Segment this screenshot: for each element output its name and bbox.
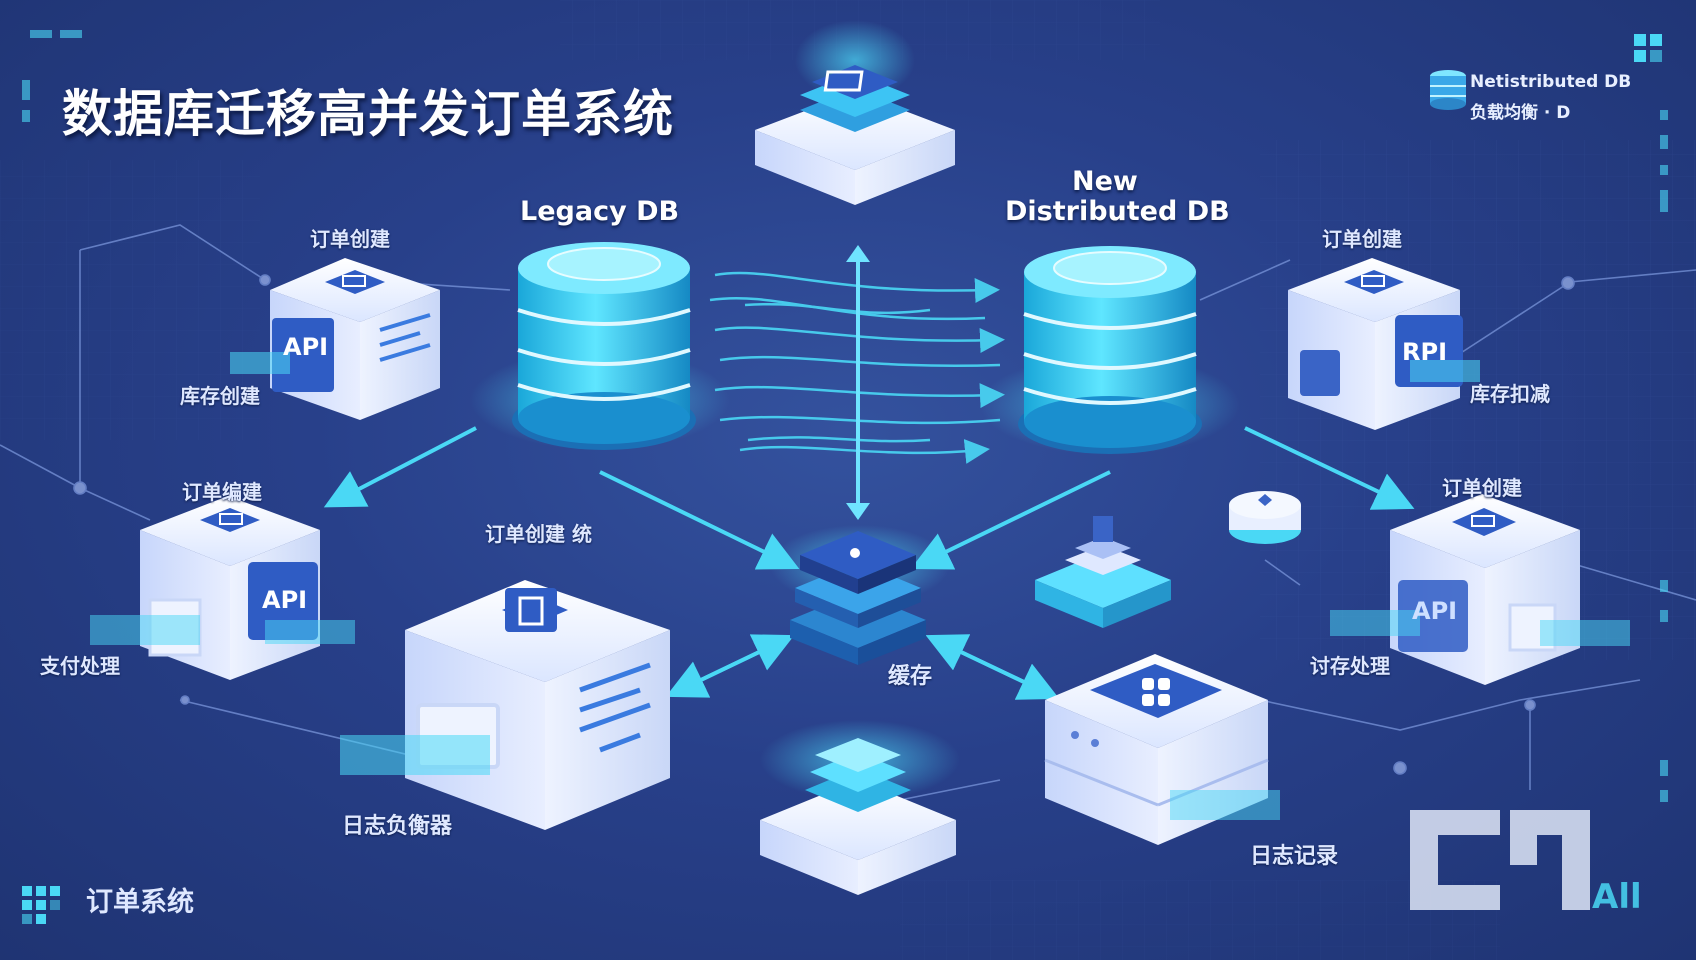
- footer-label: 订单系统: [86, 887, 194, 918]
- watermark-text: All: [1592, 877, 1642, 917]
- cache-label: 缓存: [888, 664, 933, 689]
- log-balancer-sublabel: 日志负衡器: [342, 814, 453, 839]
- grid-logo-icon: [1634, 34, 1662, 62]
- payment-badge: API: [262, 586, 308, 614]
- legacy-db-label: Legacy DB: [520, 196, 680, 227]
- order-create-left-label: 订单创建: [310, 227, 390, 251]
- order-create-right-sublabel: 库存扣减: [1470, 382, 1550, 406]
- bottom-storage-node[interactable]: [760, 738, 956, 895]
- legend-line-1: Netistributed DB: [1470, 72, 1632, 92]
- top-server-node[interactable]: [755, 20, 955, 205]
- decorative-bars: [22, 30, 1668, 802]
- service-cube-payment[interactable]: [90, 496, 355, 680]
- legend-database-icon: [1430, 70, 1466, 110]
- service-cube-inventory-right[interactable]: [1330, 494, 1630, 685]
- cube-glyphs: [219, 275, 1495, 706]
- service-cube-order-create-right[interactable]: [1288, 258, 1480, 430]
- new-db-cylinder[interactable]: [1018, 246, 1202, 454]
- small-cache-cylinder[interactable]: [1229, 491, 1301, 544]
- order-create-left-badge: API: [283, 333, 329, 361]
- page-title: 数据库迁移高并发订单系统: [62, 85, 674, 143]
- service-cube-order-create-left[interactable]: [230, 258, 440, 420]
- gateway-pedestal-node[interactable]: [1035, 516, 1171, 628]
- watermark-logo: All: [1410, 810, 1642, 917]
- order-create-right-label: 订单创建: [1322, 227, 1402, 251]
- payment-label: 订单编建: [182, 480, 262, 504]
- inventory-right-sublabel: 讨存处理: [1310, 654, 1390, 678]
- inventory-right-badge: API: [1412, 597, 1458, 625]
- cache-node[interactable]: [790, 531, 926, 665]
- data-flow-streams: [709, 271, 1005, 464]
- payment-sublabel: 支付处理: [40, 654, 120, 678]
- order-create-left-sublabel: 库存创建: [180, 384, 260, 408]
- service-server-log-record[interactable]: [1044, 654, 1280, 845]
- legend-line-2: 负载均衡 · D: [1470, 103, 1571, 123]
- log-balancer-label: 订单创建 统: [485, 522, 592, 546]
- log-record-label: 日志记录: [1250, 844, 1339, 869]
- flow-arrows: [323, 426, 1415, 700]
- vertical-arrow: [846, 245, 870, 520]
- new-db-label-line1: New: [1072, 166, 1138, 197]
- footer-grid-icon: [22, 886, 60, 924]
- connector-lines: [0, 224, 1696, 801]
- new-db-label-line2: Distributed DB: [1005, 196, 1230, 227]
- legacy-db-cylinder[interactable]: [512, 242, 696, 450]
- service-cube-log-balancer[interactable]: [340, 580, 670, 830]
- inventory-right-label: 订单创建: [1442, 476, 1522, 500]
- order-create-right-badge: RPI: [1402, 338, 1447, 366]
